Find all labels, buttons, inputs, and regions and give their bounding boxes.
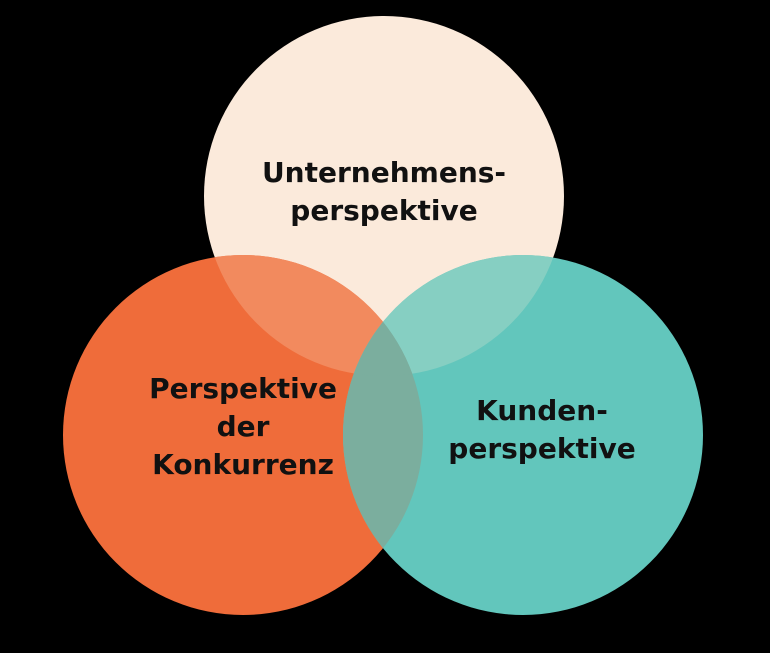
customer-label-line-2: perspektive (448, 432, 636, 465)
competition-label-line-1: Perspektive (149, 372, 337, 405)
competition-label-line-2: der (216, 410, 270, 443)
company-label-line-2: perspektive (290, 194, 478, 227)
customer-label-line-1: Kunden- (476, 394, 608, 427)
company-label-line-1: Unternehmens- (261, 156, 507, 189)
competition-perspective-label: Perspektive der Konkurrenz (118, 370, 368, 484)
company-customer-overlap (343, 255, 564, 376)
competition-label-line-3: Konkurrenz (152, 448, 334, 481)
customer-perspective-label: Kunden- perspektive (432, 392, 652, 468)
company-perspective-label: Unternehmens- perspektive (234, 154, 534, 230)
company-competition-overlap (204, 255, 423, 376)
